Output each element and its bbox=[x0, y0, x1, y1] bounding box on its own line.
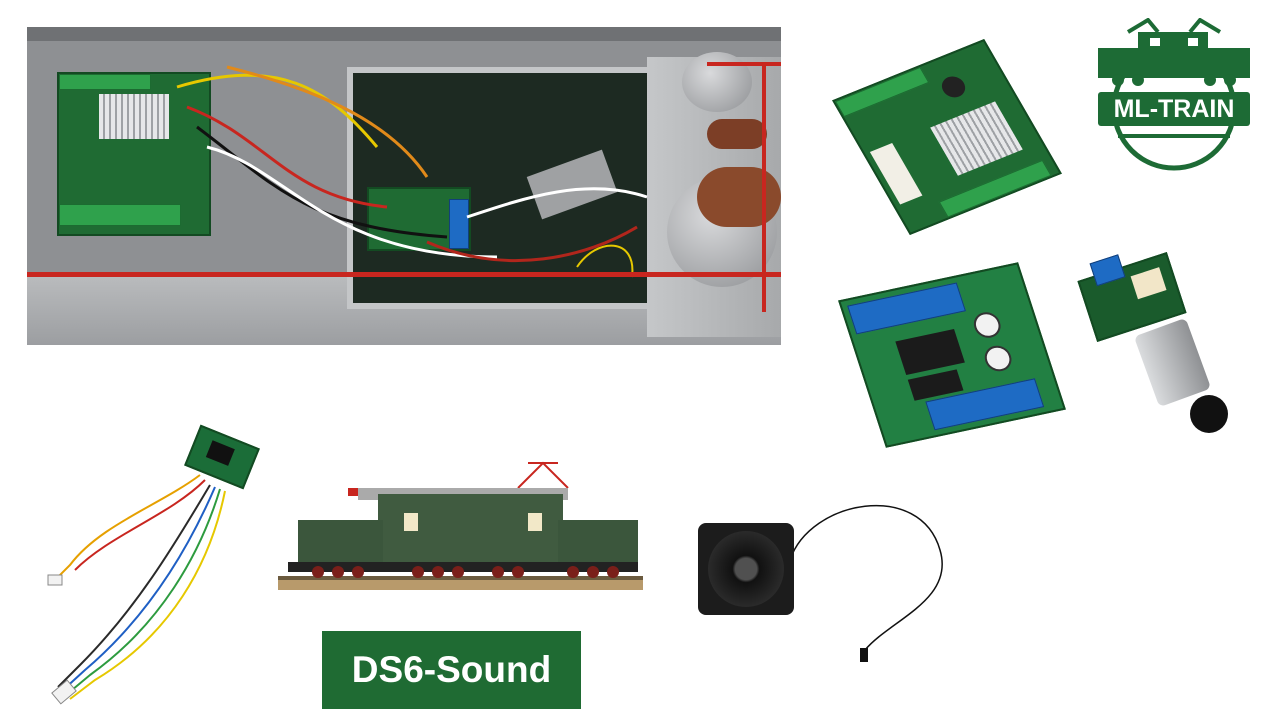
copper-pipe bbox=[697, 167, 781, 227]
ic-chip bbox=[895, 329, 965, 375]
speaker-image bbox=[690, 490, 950, 670]
top-edge bbox=[27, 27, 781, 41]
wires bbox=[176, 65, 648, 278]
decoder-board bbox=[832, 38, 1062, 236]
terminal-block bbox=[1089, 254, 1126, 287]
decoder-board-image bbox=[832, 38, 1062, 240]
terminal-block bbox=[449, 199, 469, 249]
copper-fitting bbox=[707, 119, 767, 149]
terminal-block bbox=[834, 66, 930, 118]
potentiometer bbox=[981, 343, 1015, 374]
connector-strip bbox=[869, 142, 923, 205]
sound-module-image bbox=[40, 424, 270, 710]
terminal-block bbox=[847, 282, 966, 335]
red-pipe bbox=[762, 62, 766, 312]
terminal-block bbox=[59, 204, 181, 226]
locomotive-graphic bbox=[278, 461, 643, 590]
module-cable bbox=[47, 474, 226, 705]
capacitor bbox=[937, 73, 970, 101]
installed-decoder-board bbox=[57, 72, 211, 236]
motor-driver-board bbox=[838, 262, 1066, 448]
red-pipe bbox=[707, 62, 781, 66]
heatsink bbox=[99, 94, 169, 139]
logo-text: ML-TRAIN bbox=[1098, 92, 1250, 126]
gear bbox=[1190, 395, 1228, 433]
ic-chip bbox=[205, 440, 235, 466]
terminal-block bbox=[59, 74, 151, 90]
red-rail bbox=[27, 272, 781, 277]
speaker-cable bbox=[789, 504, 943, 662]
locomotive-image bbox=[278, 458, 643, 593]
ml-train-logo: ML-TRAIN bbox=[1098, 18, 1250, 174]
potentiometer bbox=[970, 309, 1004, 341]
motor-driver-image bbox=[838, 258, 1066, 453]
product-label: DS6-Sound bbox=[322, 631, 581, 709]
heatsink bbox=[930, 101, 1023, 176]
speaker bbox=[698, 523, 794, 615]
motor bbox=[1133, 317, 1212, 408]
smoke-unit-image bbox=[1075, 235, 1240, 450]
speaker-cone bbox=[708, 531, 784, 607]
interior-photo bbox=[27, 27, 781, 345]
connector bbox=[1130, 267, 1167, 300]
